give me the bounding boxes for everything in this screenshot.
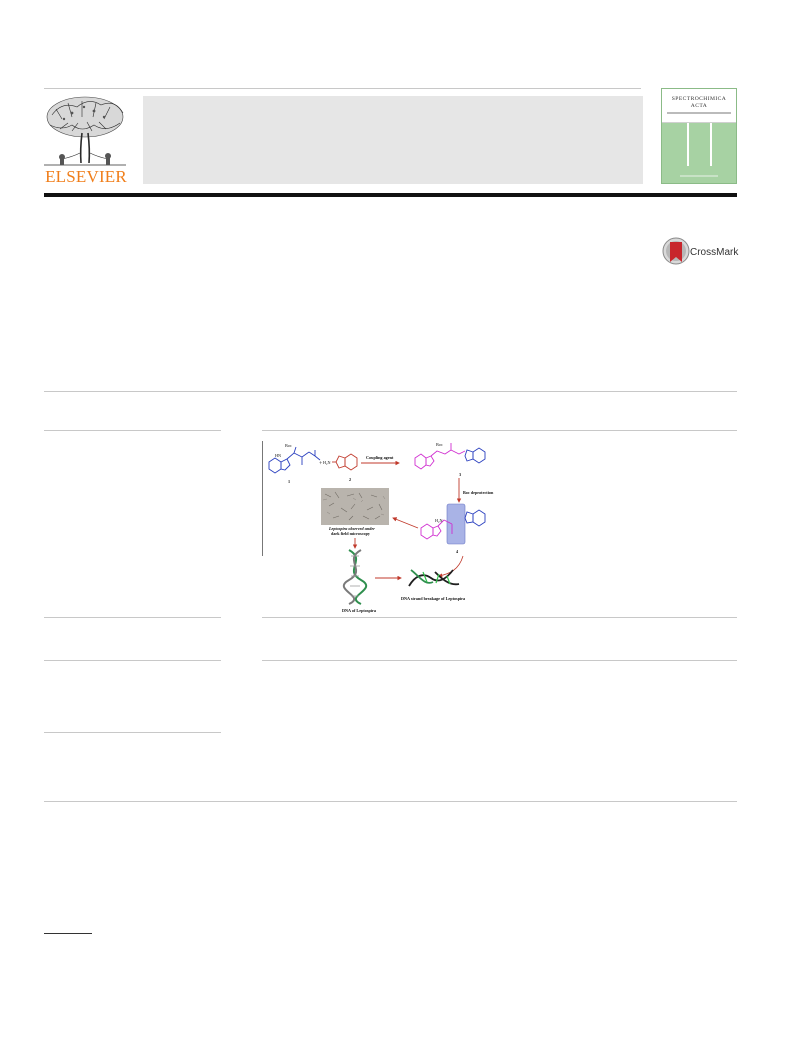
compound-3-number: 3 [459, 472, 461, 477]
compound-2-number: 2 [349, 477, 351, 482]
compound-3-benzothiazole [464, 447, 486, 464]
keywords-rule [44, 732, 221, 733]
header-thick-rule [44, 193, 737, 197]
journal-cover-subtitle-rule [667, 112, 731, 114]
journal-cover-header: SPECTROCHIMICA ACTA [662, 89, 736, 123]
compound-4-number: 4 [456, 549, 459, 554]
dna-helix [342, 549, 368, 605]
micrograph-caption-line2: dark field microscopy [331, 531, 371, 536]
journal-cover-stripe [687, 123, 689, 166]
compound-1-boc-label: Boc [285, 443, 292, 448]
compound-4-highlight [446, 503, 466, 545]
compound-3-boc-label: Boc [436, 442, 443, 447]
arrow-to-micrograph [392, 517, 419, 529]
abstract-rule [262, 430, 737, 431]
compound-4-structure [420, 519, 453, 540]
article-info-rule [44, 617, 221, 618]
journal-cover[interactable]: SPECTROCHIMICA ACTA [661, 88, 737, 184]
journal-cover-title-line1: SPECTROCHIMICA [671, 96, 727, 102]
micrograph-caption-line1: Leptospira observed under [328, 526, 375, 531]
abstract-rule [262, 617, 737, 618]
compound-4-benzothiazole [464, 509, 486, 527]
publisher-wordmark[interactable]: ELSEVIER [45, 167, 127, 186]
article-info-rule [44, 660, 221, 661]
section-end-rule [44, 801, 737, 802]
dna-breakage-label: DNA strand breakage of Leptospira [401, 596, 466, 601]
section-rule [44, 391, 737, 392]
crossmark-icon [662, 237, 690, 265]
footnote-rule [44, 933, 92, 934]
journal-cover-footer [680, 175, 718, 177]
elsevier-tree-logo [42, 95, 128, 187]
compound-2-amine-label: H₂N [323, 460, 331, 465]
abstract-rule [262, 660, 737, 661]
compound-4-amine-label: H₂N [435, 518, 443, 523]
journal-cover-stripe [710, 123, 712, 166]
broken-dna-strands [408, 569, 460, 587]
dna-label: DNA of Leptospira [342, 608, 377, 613]
journal-cover-title: SPECTROCHIMICA ACTA [662, 96, 736, 110]
compound-1-hn-label: HN [275, 453, 281, 458]
boc-deprotection-label: Boc deprotection [463, 490, 494, 495]
header-top-rule [44, 88, 641, 89]
plus-sign: + [319, 461, 323, 467]
journal-cover-title-line2: ACTA [690, 103, 708, 109]
compound-2-structure [332, 453, 358, 471]
graphical-abstract-figure: Boc HN 1 + H₂N 2 Coupling agent Boc 3 [263, 436, 525, 614]
compound-3-structure [414, 443, 466, 470]
crossmark-label[interactable]: CrossMark [690, 247, 739, 258]
compound-1-number: 1 [288, 479, 290, 484]
journal-banner [143, 96, 643, 184]
article-info-rule [44, 430, 221, 431]
graphical-abstract-bar [262, 441, 263, 556]
leptospira-micrograph [321, 488, 389, 525]
crossmark-badge[interactable] [661, 236, 739, 266]
compound-1-structure [268, 446, 321, 474]
coupling-agent-label: Coupling agent [366, 455, 394, 460]
